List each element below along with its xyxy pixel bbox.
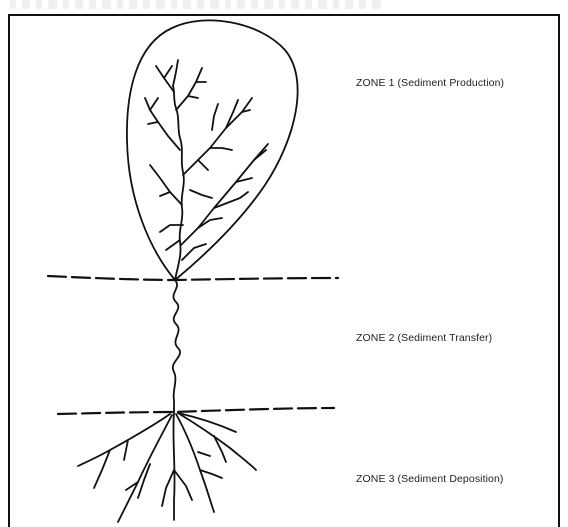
drainage-basin-outline <box>127 20 298 280</box>
trunk-stream-zone1 <box>173 86 184 280</box>
zone-boundary-2 <box>58 408 334 414</box>
zone-boundary-1 <box>48 276 338 280</box>
zone-1-label: ZONE 1 (Sediment Production) <box>356 77 504 89</box>
zone-3-label: ZONE 3 (Sediment Deposition) <box>356 473 504 485</box>
distributary-network <box>78 412 256 522</box>
transfer-channel <box>173 280 180 412</box>
zone-2-label: ZONE 2 (Sediment Transfer) <box>356 332 492 344</box>
tributary-network <box>145 60 268 260</box>
